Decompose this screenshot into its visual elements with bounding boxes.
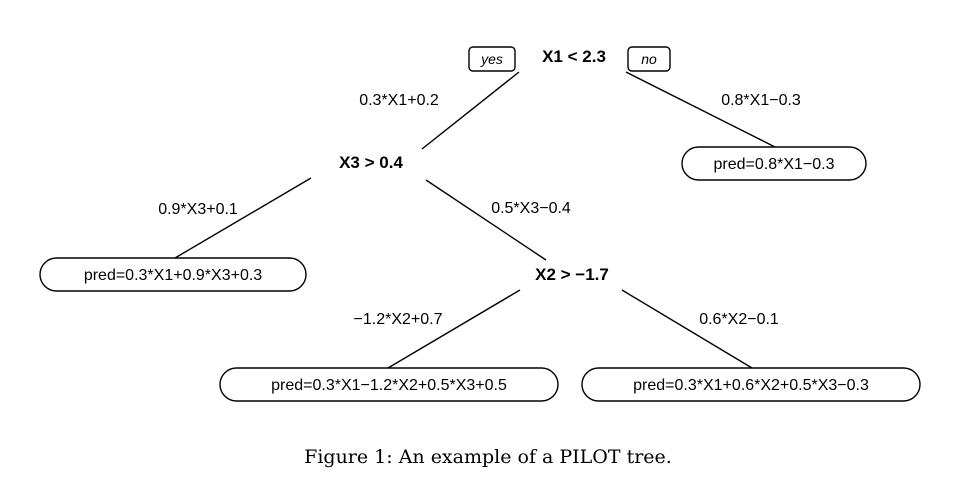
figure-caption: Figure 1: An example of a PILOT tree. [304,446,672,468]
edge-label-x3-no: 0.5*X3−0.4 [491,200,571,217]
edge-x3-no [425,179,547,261]
leaf-x2-yes: pred=0.3*X1−1.2*X2+0.5*X3+0.5 [271,377,507,394]
edge-label-x3-yes: 0.9*X3+0.1 [158,201,238,218]
yes-tag: yes [480,51,503,67]
edge-x2-yes [387,289,521,369]
root-split: X1 < 2.3 [542,47,606,66]
yes-tag-box [468,46,516,72]
edge-label-x2-no: 0.6*X2−0.1 [699,311,779,328]
leaf-x2-no: pred=0.3*X1+0.6*X2+0.5*X3−0.3 [633,377,869,394]
leaf-x3-yes: pred=0.3*X1+0.9*X3+0.3 [84,267,262,284]
edge-label-x2-yes: −1.2*X2+0.7 [354,311,443,328]
x3-split: X3 > 0.4 [339,153,403,172]
no-tag: no [641,51,657,67]
leaf-root-no: pred=0.8*X1−0.3 [714,156,835,173]
no-tag-box [627,46,671,72]
leaf-root-no-box [681,146,867,181]
edge-x3-yes [174,177,312,259]
edge-root-no [625,71,776,148]
x2-split: X2 > −1.7 [535,265,609,284]
edge-x2-no [621,289,753,369]
edge-label-root-no: 0.8*X1−0.3 [721,92,801,109]
edge-root-yes [421,71,520,150]
leaf-x2-yes-box [219,367,559,402]
edge-label-root-yes: 0.3*X1+0.2 [359,92,439,109]
leaf-x2-no-box [581,367,921,402]
leaf-x3-yes-box [39,257,307,292]
